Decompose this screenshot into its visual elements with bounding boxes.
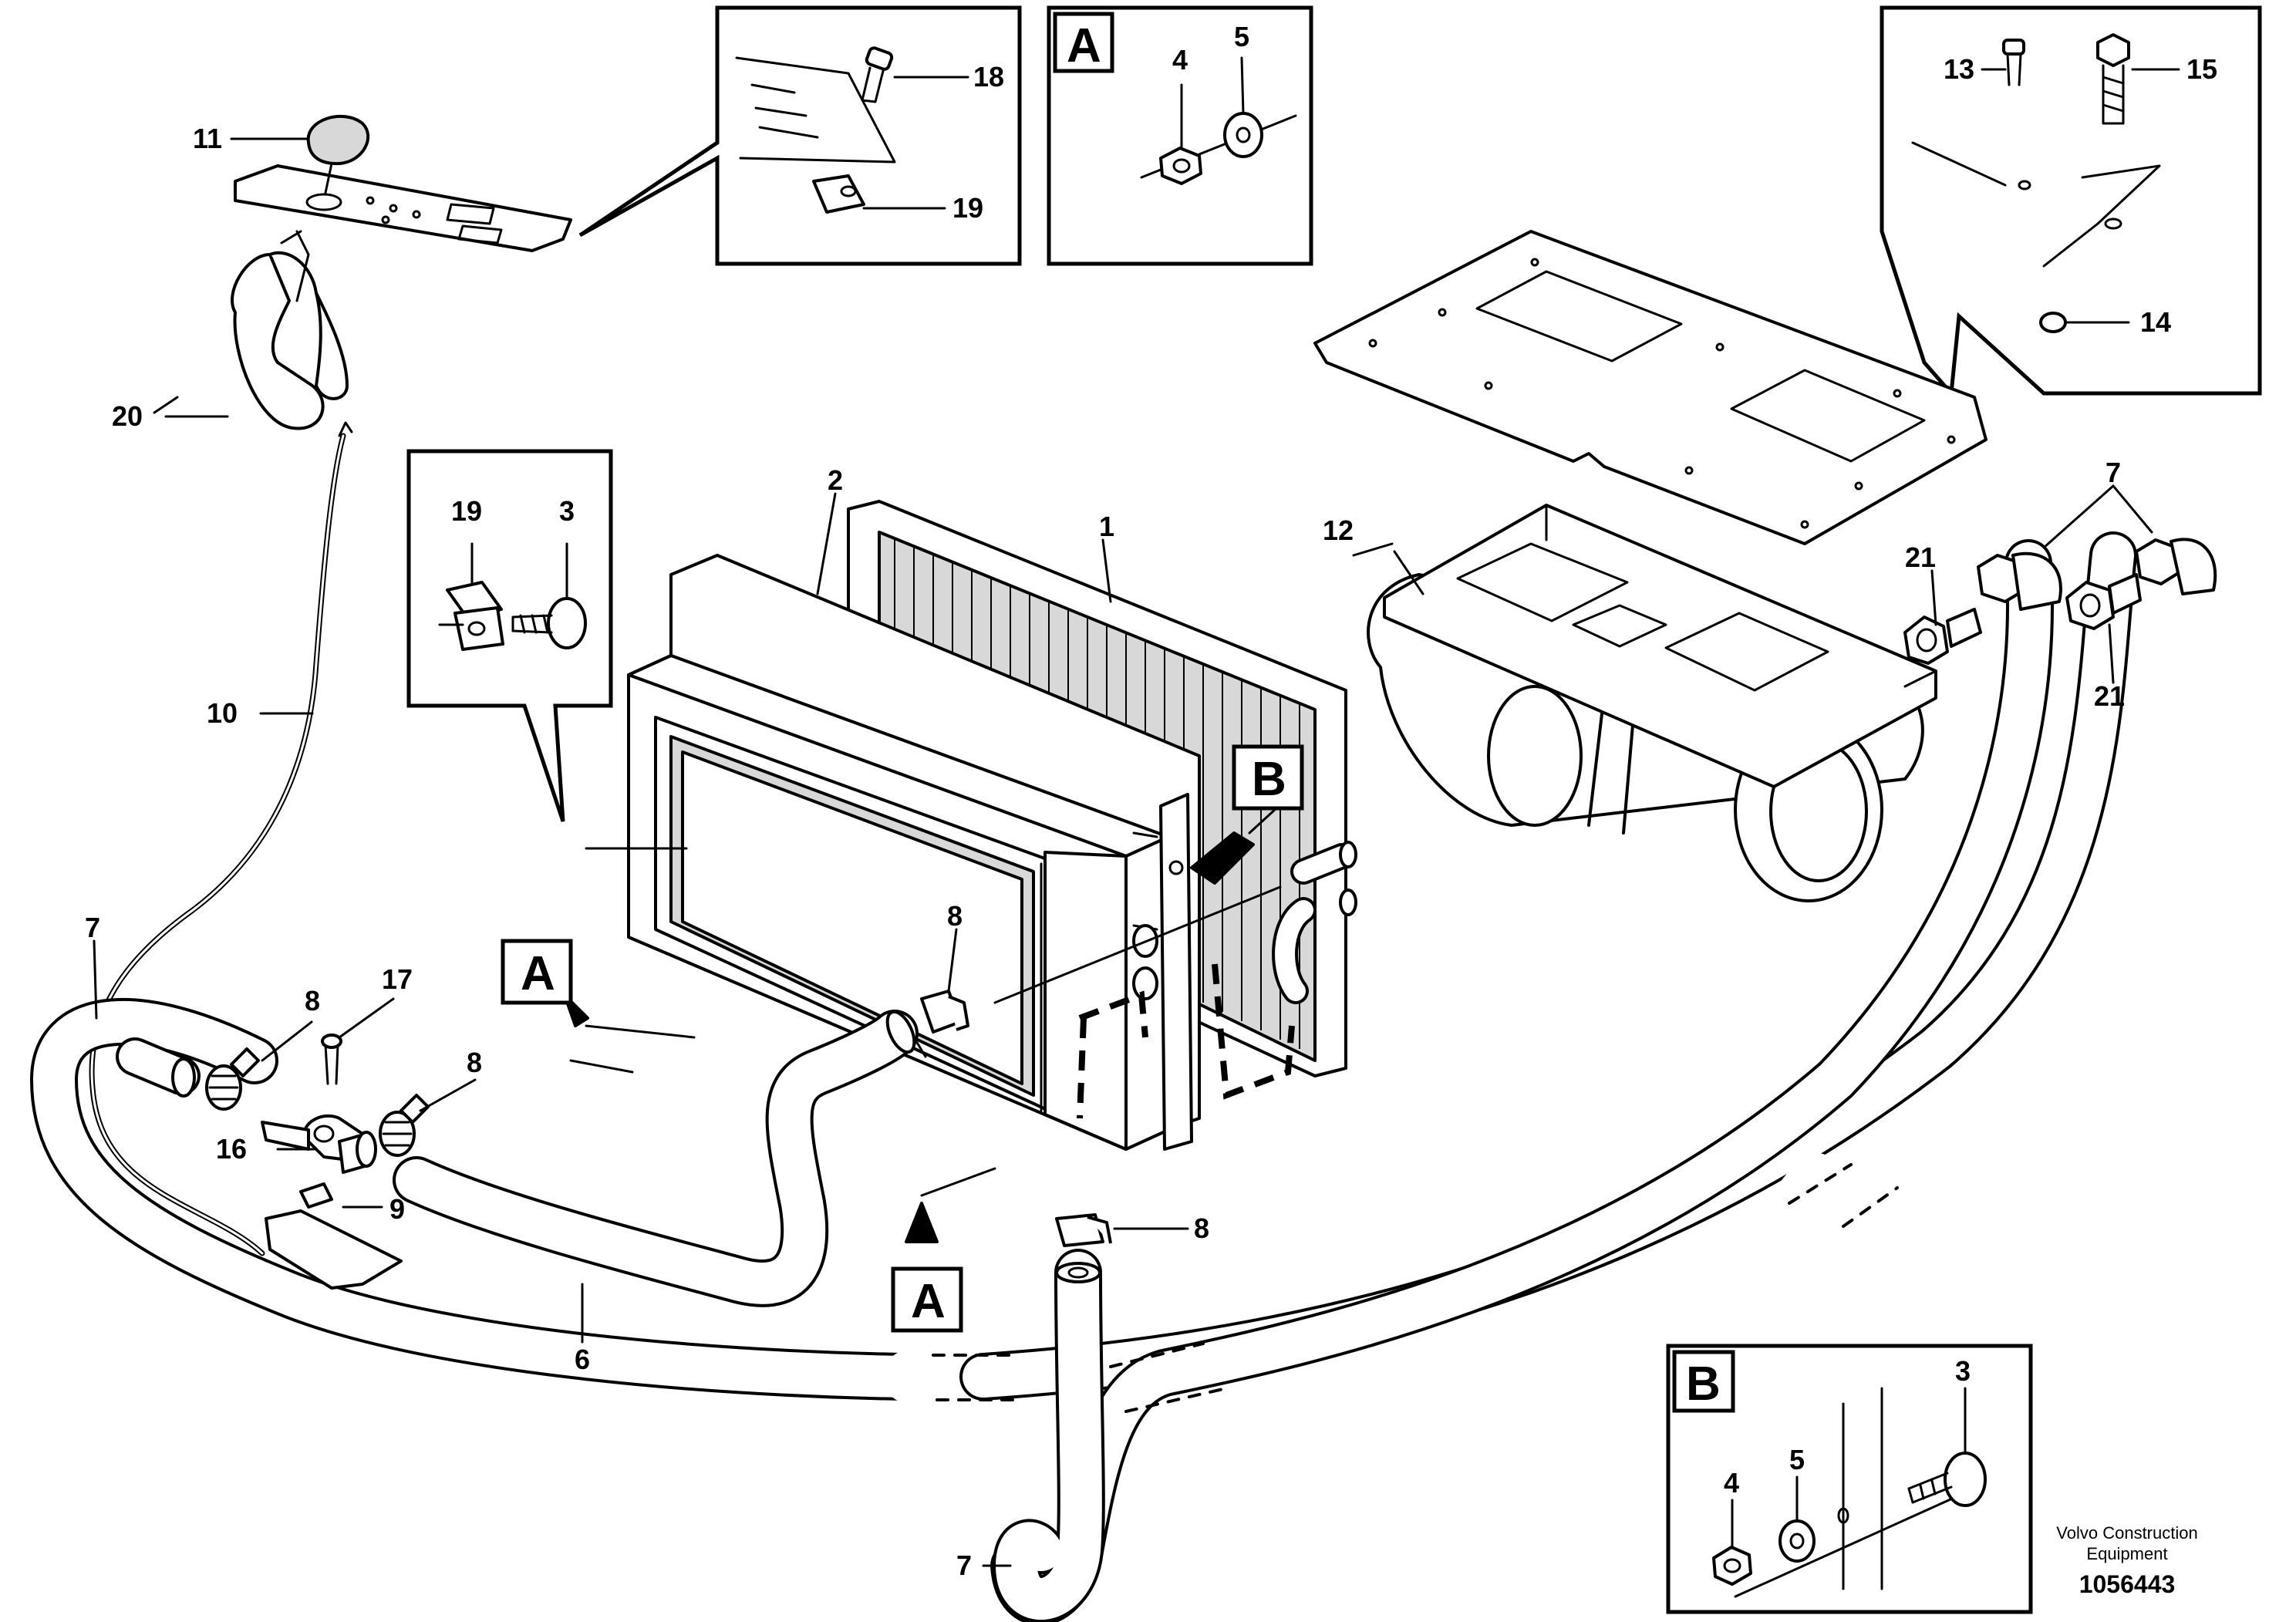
callout-7-left: 7 <box>85 912 100 943</box>
hose-clamp-8-left <box>205 1047 260 1111</box>
section-label-b-detail: B <box>1686 1357 1721 1411</box>
callout-15: 15 <box>2186 53 2217 85</box>
hose-clamp-8-center <box>920 990 969 1034</box>
callout-3-b: 3 <box>1955 1355 1971 1387</box>
knob-11 <box>306 115 370 194</box>
screw-13 <box>2002 39 2031 191</box>
callout-11: 11 <box>193 123 222 154</box>
callout-4-b: 4 <box>1724 1467 1739 1499</box>
callout-18: 18 <box>973 61 1004 93</box>
section-label-a-detail: A <box>1067 19 1101 73</box>
hose-breaks <box>932 1163 1899 1413</box>
heater-housing <box>627 554 1201 1151</box>
callout-21-right: 21 <box>2094 680 2125 712</box>
water-valve-16 <box>261 1114 377 1174</box>
clip-nut-19 <box>812 174 865 214</box>
clip-9 <box>265 1182 403 1290</box>
screw-18 <box>861 46 894 103</box>
hose-7-bottom <box>993 1249 1105 1622</box>
clip-nut-19-detail <box>446 581 504 651</box>
callout-5-b: 5 <box>1789 1444 1805 1475</box>
callout-3-top: 3 <box>559 495 575 527</box>
callout-7-bottom: 7 <box>956 1549 972 1581</box>
footer-branding: Volvo Construction Equipment 1056443 <box>2056 1523 2197 1598</box>
callout-5-a: 5 <box>1234 21 1249 52</box>
nut-4 <box>1159 147 1202 185</box>
short-hose-stub <box>116 1037 201 1098</box>
nut-14 <box>2039 312 2067 333</box>
section-label-a-bottom: A <box>891 1266 963 1333</box>
section-label-a-mid: A <box>501 939 573 1005</box>
air-duct-20 <box>231 230 349 430</box>
callout-labels: 1 2 3 3 4 4 5 5 6 7 7 7 8 8 8 8 9 10 11 … <box>85 21 2217 1581</box>
callout-7-right: 7 <box>2106 457 2121 488</box>
callout-14: 14 <box>2140 306 2171 338</box>
document-number: 1056443 <box>2079 1570 2176 1598</box>
callout-19-left: 19 <box>451 495 482 527</box>
brand-line-2: Equipment <box>2086 1544 2167 1563</box>
callout-20: 20 <box>112 400 143 432</box>
washer-5 <box>1223 112 1263 158</box>
callout-8-mid: 8 <box>467 1047 482 1078</box>
callout-12: 12 <box>1323 514 1354 546</box>
detail-box-screws-18-19 <box>578 5 1022 266</box>
callout-4-a: 4 <box>1172 44 1188 76</box>
callout-6: 6 <box>575 1344 590 1375</box>
detail-box-clip-19-screw-3 <box>406 449 613 822</box>
detail-box-screws-13-14-15 <box>1880 5 2262 398</box>
callout-2: 2 <box>828 464 843 496</box>
callout-8-center: 8 <box>947 900 963 932</box>
hose-clamp-8-mid <box>379 1094 430 1157</box>
dashed-hidden-lines <box>1077 963 1295 1119</box>
section-label-a-bottom-text: A <box>911 1275 946 1328</box>
hose-clamp-8-bottom <box>1055 1213 1112 1247</box>
screw-15 <box>2096 33 2130 230</box>
cover-plate <box>1313 230 1988 545</box>
callout-10: 10 <box>207 697 238 729</box>
section-label-a-mid-text: A <box>521 947 555 1000</box>
mounting-bracket <box>1132 793 1193 1151</box>
callout-8-bottom: 8 <box>1194 1212 1209 1244</box>
callout-17: 17 <box>382 963 413 995</box>
brand-line-1: Volvo Construction <box>2056 1523 2197 1543</box>
callout-8-left: 8 <box>305 985 320 1017</box>
blower-housing <box>1367 504 1937 902</box>
heater-outlet-pipes <box>1272 841 1357 1004</box>
callout-16: 16 <box>216 1133 247 1165</box>
callout-1: 1 <box>1099 511 1114 542</box>
callout-13: 13 <box>1944 53 1974 85</box>
detail-box-a-nut-washer <box>1047 5 1313 266</box>
leader-lines <box>93 137 2153 1567</box>
screw-17 <box>321 1034 342 1085</box>
callout-19-top: 19 <box>952 192 983 224</box>
callout-21-left: 21 <box>1905 541 1936 573</box>
hose-6 <box>393 1010 919 1307</box>
control-panel-plate <box>234 164 572 252</box>
control-cable-10 <box>89 396 353 1256</box>
detail-box-b-screw-assembly <box>1666 1344 2033 1614</box>
callout-9: 9 <box>389 1193 405 1225</box>
washer-5-detail-b <box>1778 1519 1816 1563</box>
section-label-b-mid-text: B <box>1252 753 1286 806</box>
cover-plate-holes <box>1368 258 1956 529</box>
section-label-b-mid: B <box>1232 744 1304 811</box>
hose-fittings-21 <box>1903 538 2217 665</box>
